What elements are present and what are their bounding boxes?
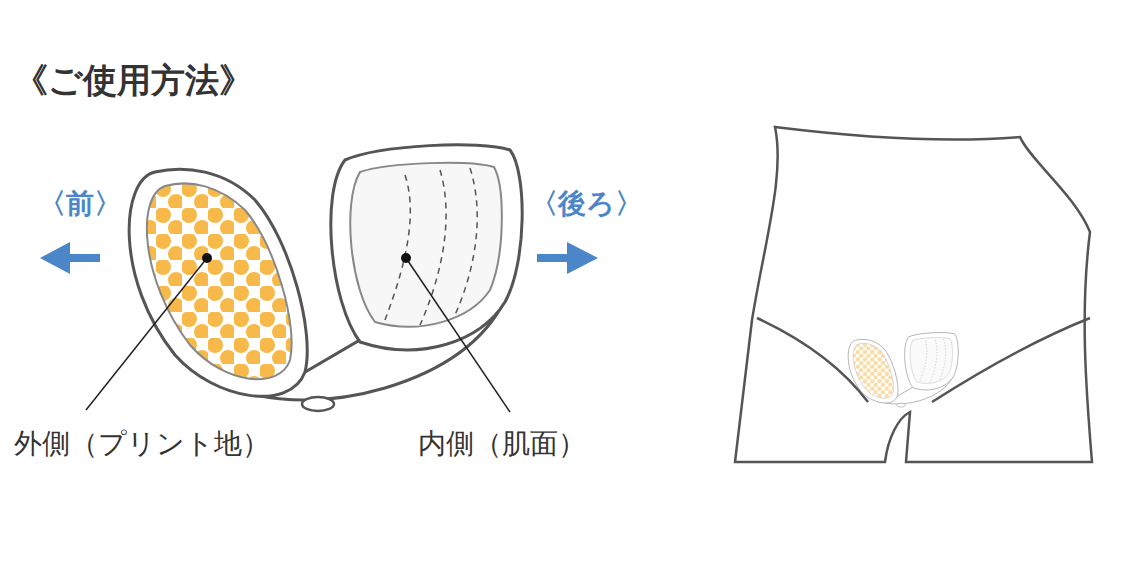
part-label: 内側（肌面） <box>418 425 586 463</box>
back-arrow <box>537 242 598 274</box>
leader-dot <box>401 253 411 263</box>
pad-worn <box>848 333 958 408</box>
direction-label: 〈後ろ〉 <box>530 185 643 223</box>
leader-line <box>86 258 207 410</box>
leader-line <box>406 258 510 412</box>
title: 《ご使用方法》 <box>14 58 253 104</box>
direction-label: 〈前〉 <box>38 185 122 223</box>
part-label: 外側（プリント地） <box>14 425 270 463</box>
underwear-figure <box>735 127 1092 462</box>
front-arrow <box>40 242 100 274</box>
leader-dot <box>202 253 212 263</box>
pad-illustration <box>129 145 522 411</box>
